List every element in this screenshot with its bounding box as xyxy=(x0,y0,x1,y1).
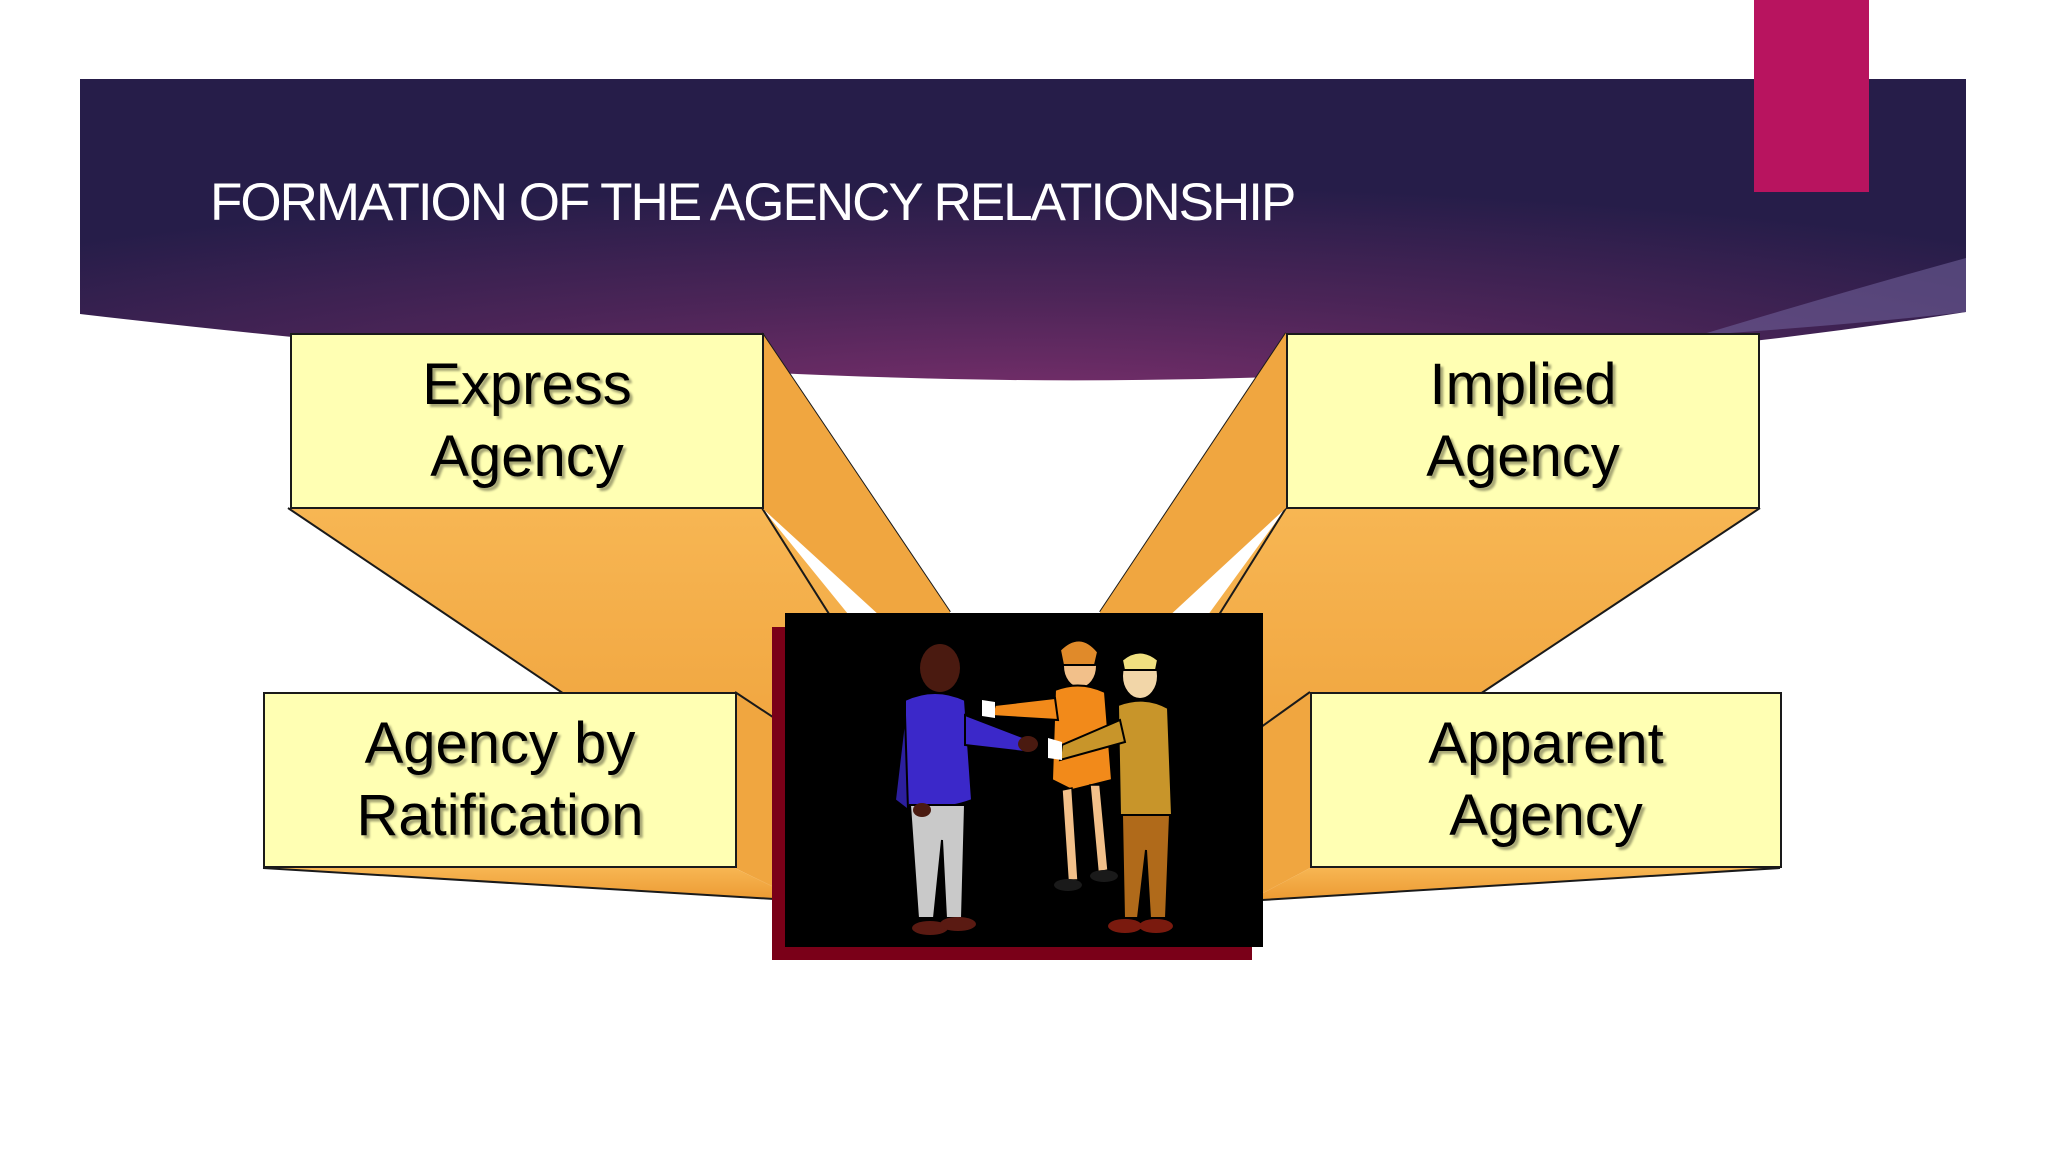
apparent-agency-line1: Apparent xyxy=(1428,711,1664,776)
implied-agency-box: Implied Agency xyxy=(1286,333,1760,509)
slide-title: FORMATION OF THE AGENCY RELATIONSHIP xyxy=(210,173,1296,232)
agency-by-ratification-box: Agency by Ratification xyxy=(263,692,737,868)
express-agency-box: Express Agency xyxy=(290,333,764,509)
ratification-line2: Ratification xyxy=(356,783,644,848)
people-handshake-icon xyxy=(893,639,1174,935)
implied-agency-line2: Agency xyxy=(1426,424,1620,489)
connector-apparent xyxy=(1249,691,1781,901)
apparent-agency-box: Apparent Agency xyxy=(1310,692,1782,868)
apparent-agency-line2: Agency xyxy=(1449,783,1643,848)
header-banner xyxy=(80,79,1966,381)
implied-agency-line1: Implied xyxy=(1429,352,1617,417)
express-agency-line2: Agency xyxy=(430,424,624,489)
express-agency-line1: Express xyxy=(422,352,632,417)
header-swoosh xyxy=(1700,258,1966,335)
picture-background xyxy=(785,613,1263,947)
accent-tab xyxy=(1754,0,1869,192)
ratification-line1: Agency by xyxy=(364,711,636,776)
